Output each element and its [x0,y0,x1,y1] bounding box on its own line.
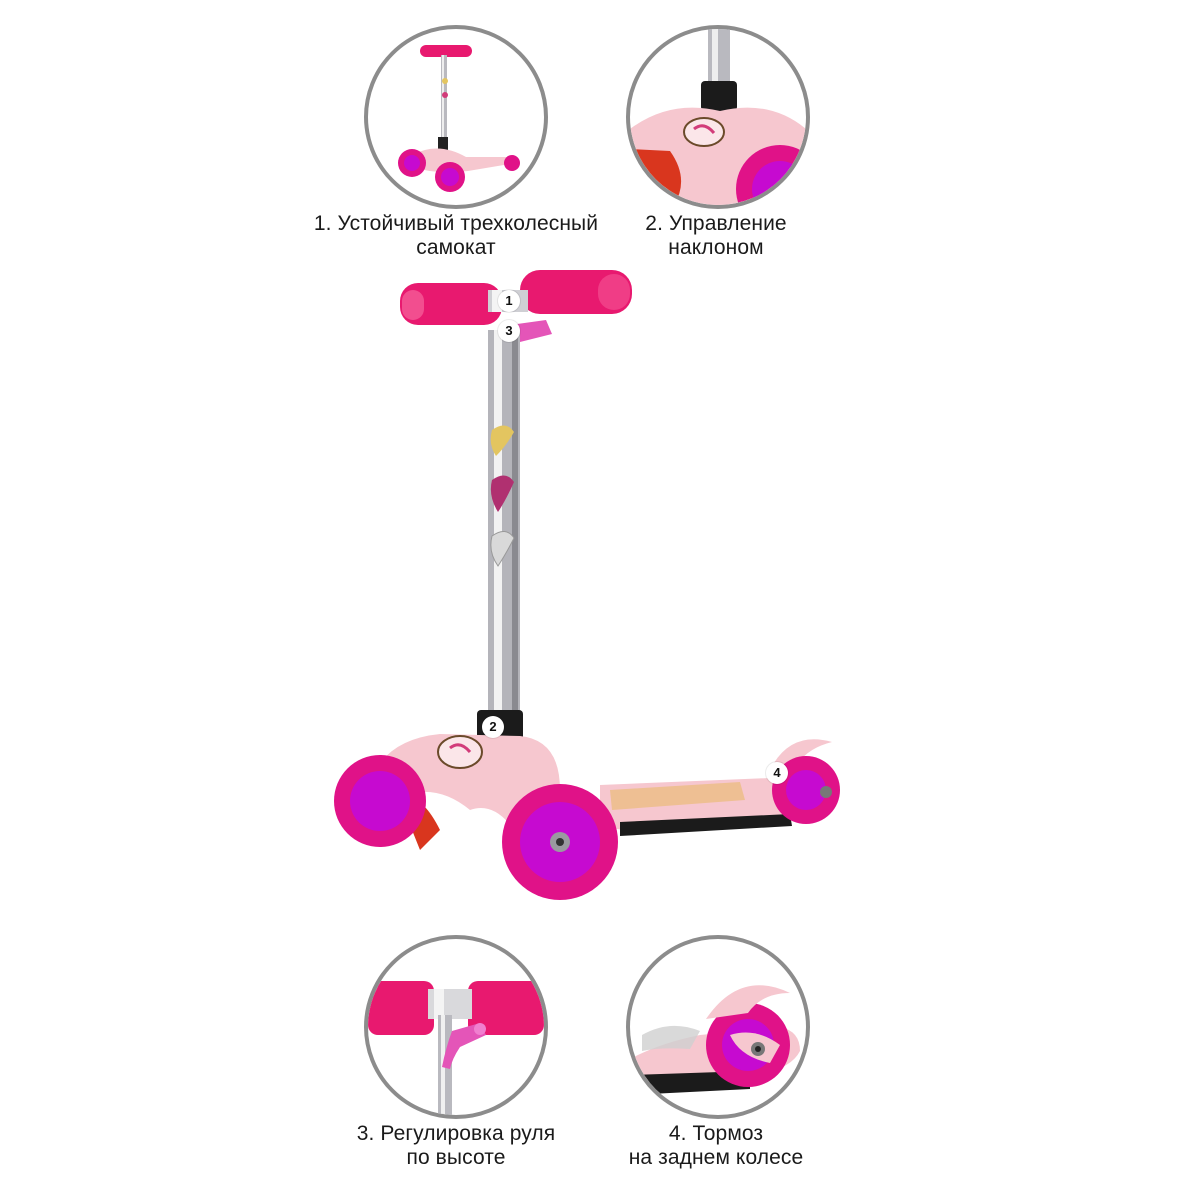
marker-1: 1 [498,290,520,312]
feature-2-caption-line2: наклоном [668,236,764,259]
height-adjust-clamp-closeup-icon [368,981,544,1115]
feature-2-caption-line1: 2. Управление [645,212,787,235]
feature-4-caption: 4. Тормоз на заднем колесе [586,1122,846,1170]
front-right-wheel [502,784,618,900]
marker-4: 4 [766,762,788,784]
feature-1-caption: 1. Устойчивый трехколесный самокат [256,212,656,260]
feature-3-caption-line2: по высоте [406,1146,506,1169]
feature-1-caption-line2: самокат [416,236,496,259]
feature-3-caption-line1: 3. Регулировка руля [356,1122,556,1145]
rear-wheel [772,756,840,824]
steering-stem [477,330,523,750]
marker-2: 2 [482,716,504,738]
handlebar [400,270,632,325]
marker-3: 3 [498,320,520,342]
three-wheel-scooter-thumbnail-icon [398,45,520,192]
front-left-wheel [334,755,426,847]
feature-4-caption-line2: на заднем колесе [628,1146,804,1169]
feature-3-detail-circle [364,935,548,1119]
feature-2-caption: 2. Управление наклоном [596,212,836,260]
feature-1-caption-line1: 1. Устойчивый трехколесный [313,212,599,235]
rear-brake-closeup-icon [630,985,800,1095]
feature-1-detail-circle [364,25,548,209]
feature-3-caption: 3. Регулировка руля по высоте [306,1122,606,1170]
feature-4-detail-circle [626,935,810,1119]
feature-4-caption-line1: 4. Тормоз [668,1122,764,1145]
